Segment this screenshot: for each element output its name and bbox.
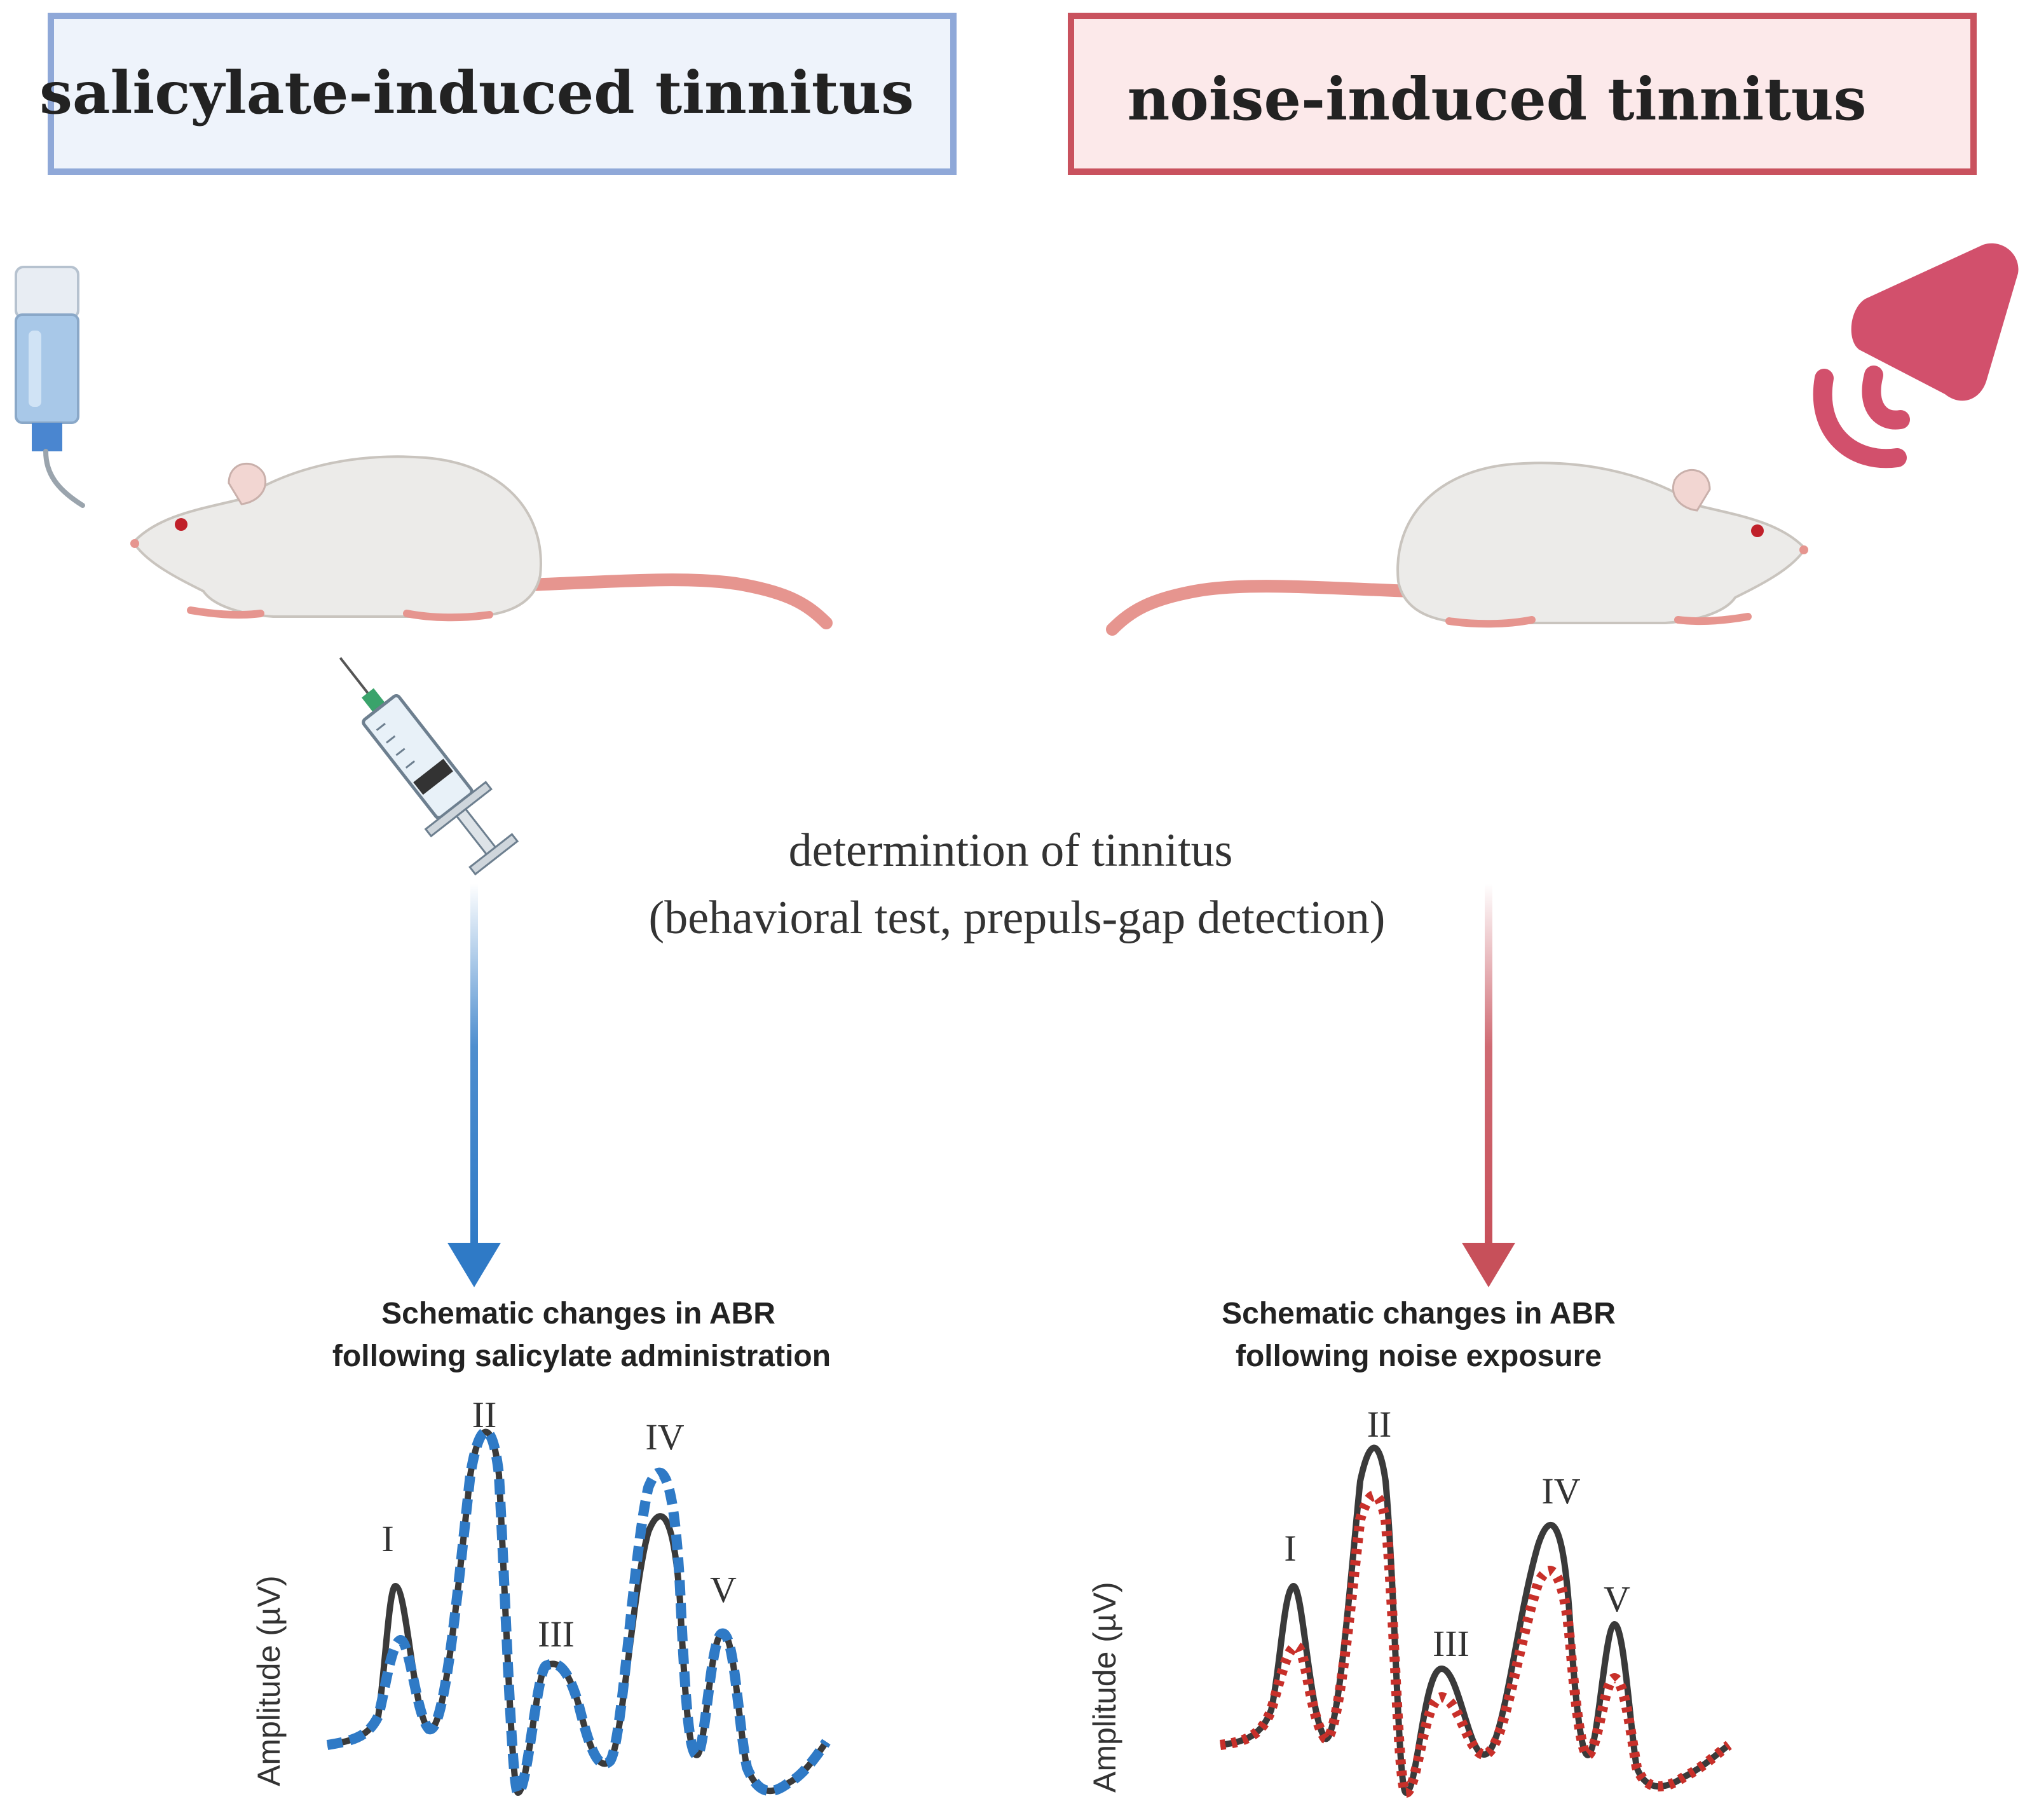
determination-method: (behavioral test, prepuls-gap detection) <box>649 892 1386 944</box>
left-wave-label-III: III <box>538 1613 575 1655</box>
rat-icon-left <box>130 456 826 623</box>
right-title: noise-induced tinnitus <box>1127 65 1866 133</box>
left-title: salicylate-induced tinnitus <box>39 58 914 127</box>
right-abr-title-line1: Schematic changes in ABR <box>1222 1297 1616 1331</box>
right-wave-label-III: III <box>1433 1623 1469 1664</box>
left-abr-title-line2: following salicylate administration <box>332 1339 831 1373</box>
right-noise-wave <box>1219 1490 1732 1798</box>
right-abr-plot: I II III IV V <box>1219 1404 1732 1798</box>
right-wave-label-IV: IV <box>1541 1470 1580 1512</box>
speaker-icon <box>1813 243 2019 469</box>
left-abr-title-line1: Schematic changes in ABR <box>381 1297 775 1331</box>
left-salicylate-wave <box>326 1427 831 1798</box>
left-wave-label-V: V <box>710 1569 737 1610</box>
right-wave-label-V: V <box>1604 1578 1630 1620</box>
left-baseline-wave <box>327 1428 829 1796</box>
water-bottle-icon <box>15 266 85 508</box>
syringe-icon <box>339 657 519 876</box>
right-wave-label-II: II <box>1367 1404 1392 1445</box>
left-wave-label-IV: IV <box>645 1416 684 1458</box>
rat-icon-right <box>1112 463 1808 629</box>
determination-label: determintion of tinnitus <box>789 824 1233 877</box>
left-abr-plot: I II III IV V <box>326 1394 831 1798</box>
left-title-box <box>48 13 957 175</box>
right-axis-label: Amplitude (µV) <box>1087 1582 1122 1793</box>
right-abr-title-line2: following noise exposure <box>1236 1339 1602 1373</box>
right-wave-label-I: I <box>1284 1528 1296 1569</box>
right-baseline-wave <box>1220 1444 1731 1796</box>
left-arrow <box>447 884 501 1287</box>
right-title-box <box>1068 13 1977 175</box>
left-wave-label-I: I <box>381 1518 393 1559</box>
left-wave-label-II: II <box>472 1394 497 1435</box>
right-arrow <box>1462 884 1515 1287</box>
left-axis-label: Amplitude (µV) <box>251 1575 287 1786</box>
